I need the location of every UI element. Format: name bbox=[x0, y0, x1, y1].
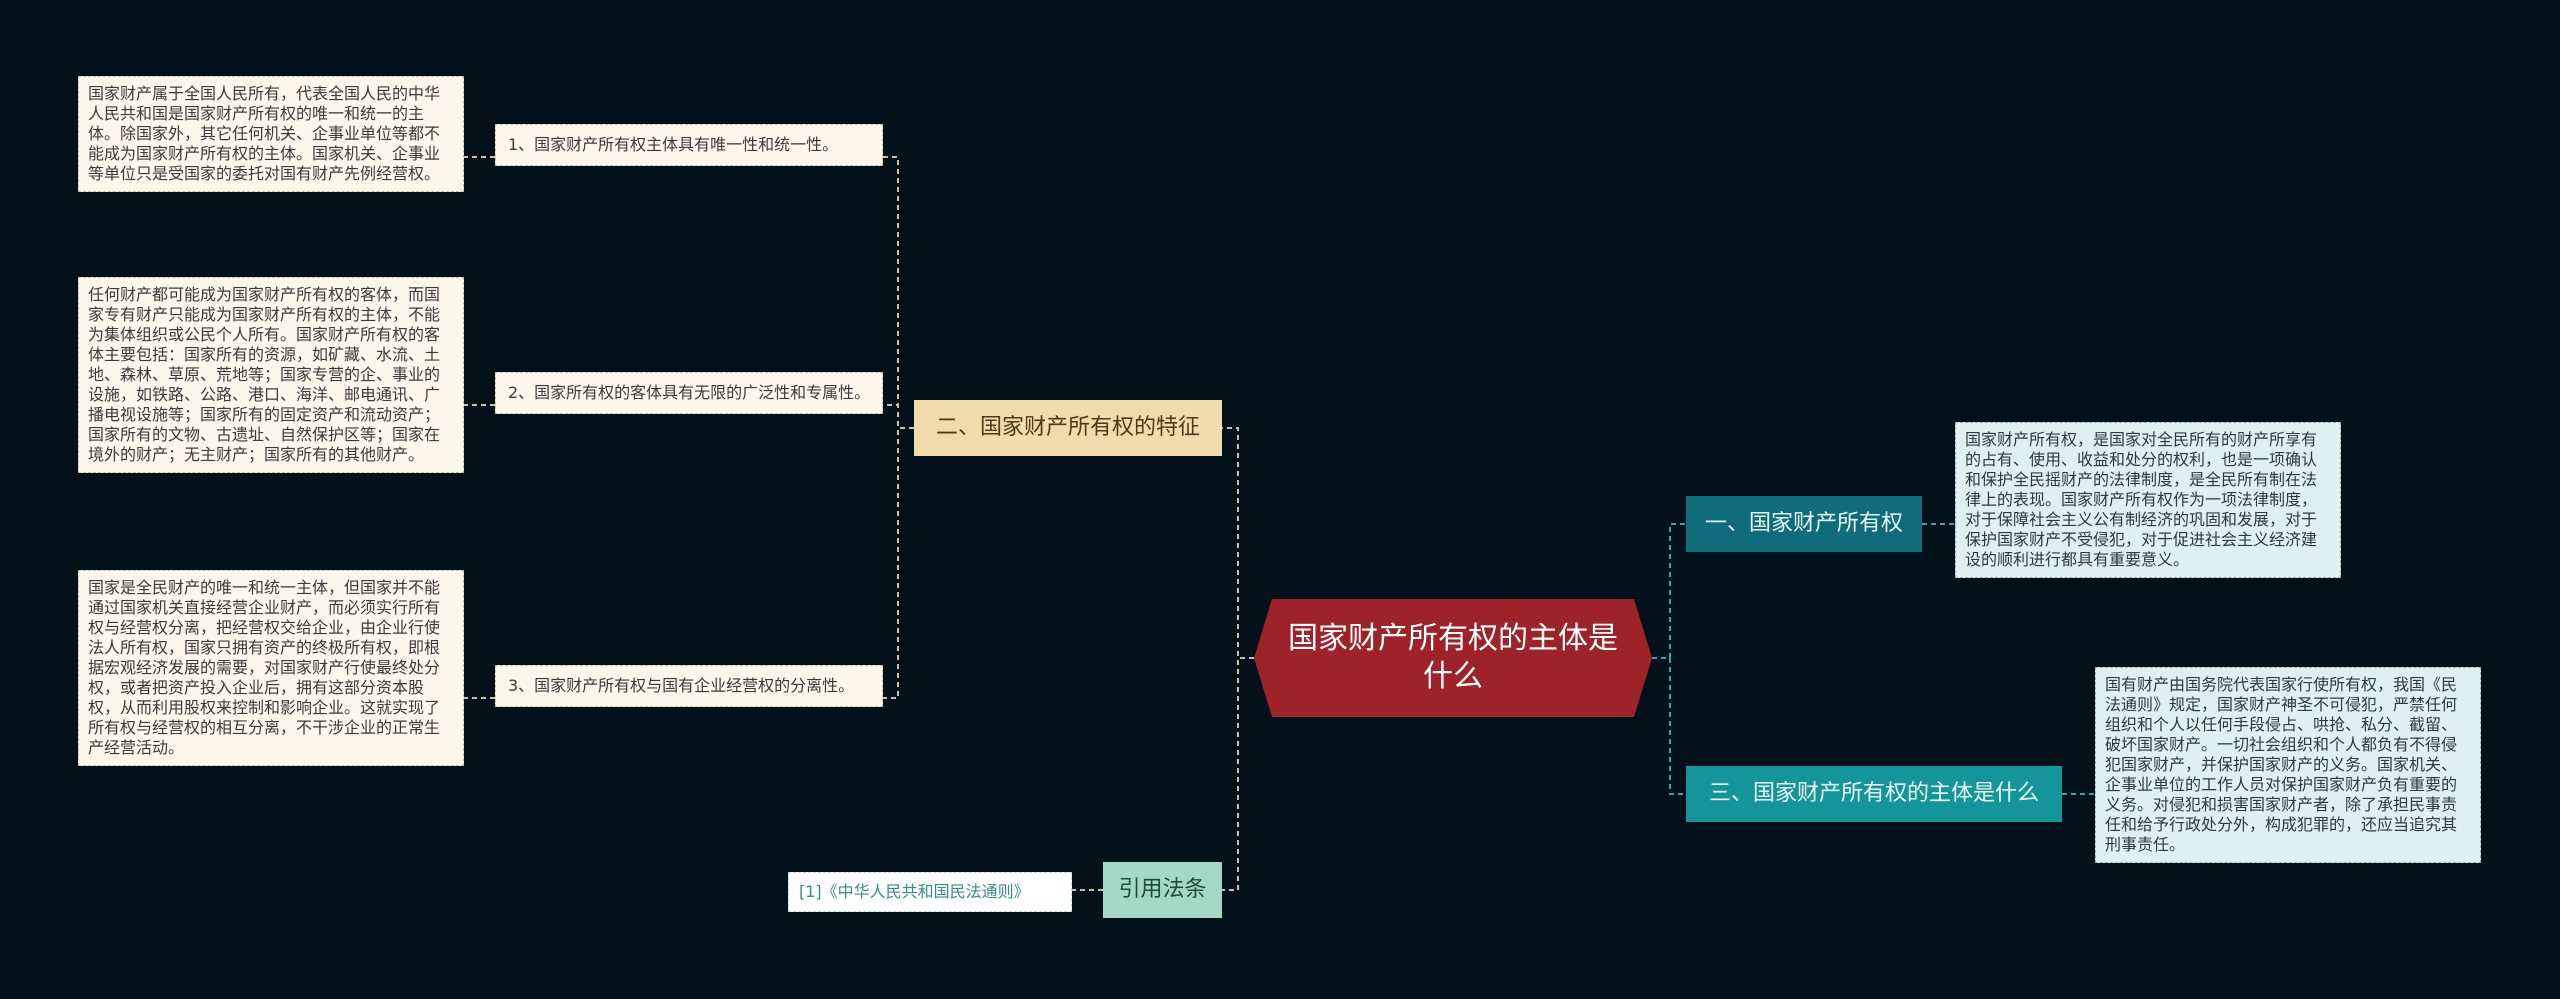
feature-point-1[interactable]: 1、国家财产所有权主体具有唯一性和统一性。 bbox=[495, 124, 883, 166]
subject-detail: 国有财产由国务院代表国家行使所有权，我国《民法通则》规定，国家财产神圣不可侵犯，… bbox=[2095, 667, 2481, 863]
edge-features-point1 bbox=[883, 156, 914, 429]
root-shape bbox=[1254, 599, 1652, 717]
edge-root-law bbox=[1222, 657, 1254, 891]
feature-detail-2: 任何财产都可能成为国家财产所有权的客体，而国家专有财产只能成为国家财产所有权的主… bbox=[78, 277, 464, 473]
feature-point-2[interactable]: 2、国家所有权的客体具有无限的广泛性和专属性。 bbox=[495, 372, 883, 414]
edge-root-subject bbox=[1652, 657, 1686, 795]
law-citation[interactable]: [1]《中华人民共和国民法通则》 bbox=[788, 872, 1072, 912]
feature-detail-3: 国家是全民财产的唯一和统一主体，但国家并不能通过国家机关直接经营企业财产，而必须… bbox=[78, 570, 464, 766]
edge-root-features bbox=[1222, 427, 1254, 659]
branch-features[interactable]: 二、国家财产所有权的特征 bbox=[914, 400, 1222, 456]
edge-root-ownership bbox=[1652, 523, 1686, 659]
branch-subject[interactable]: 三、国家财产所有权的主体是什么 bbox=[1686, 766, 2062, 822]
edge-features-point2 bbox=[883, 404, 914, 429]
root-node[interactable]: 国家财产所有权的主体是什么 bbox=[1254, 599, 1652, 717]
feature-point-3[interactable]: 3、国家财产所有权与国有企业经营权的分离性。 bbox=[495, 665, 883, 707]
root-title: 国家财产所有权的主体是什么 bbox=[1288, 621, 1618, 694]
edge-features-point3 bbox=[883, 427, 914, 699]
branch-ownership[interactable]: 一、国家财产所有权 bbox=[1686, 496, 1922, 552]
ownership-detail: 国家财产所有权，是国家对全民所有的财产所享有的占有、使用、收益和处分的权利，也是… bbox=[1955, 422, 2341, 578]
feature-detail-1: 国家财产属于全国人民所有，代表全国人民的中华人民共和国是国家财产所有权的唯一和统… bbox=[78, 76, 464, 192]
branch-law[interactable]: 引用法条 bbox=[1103, 862, 1222, 918]
